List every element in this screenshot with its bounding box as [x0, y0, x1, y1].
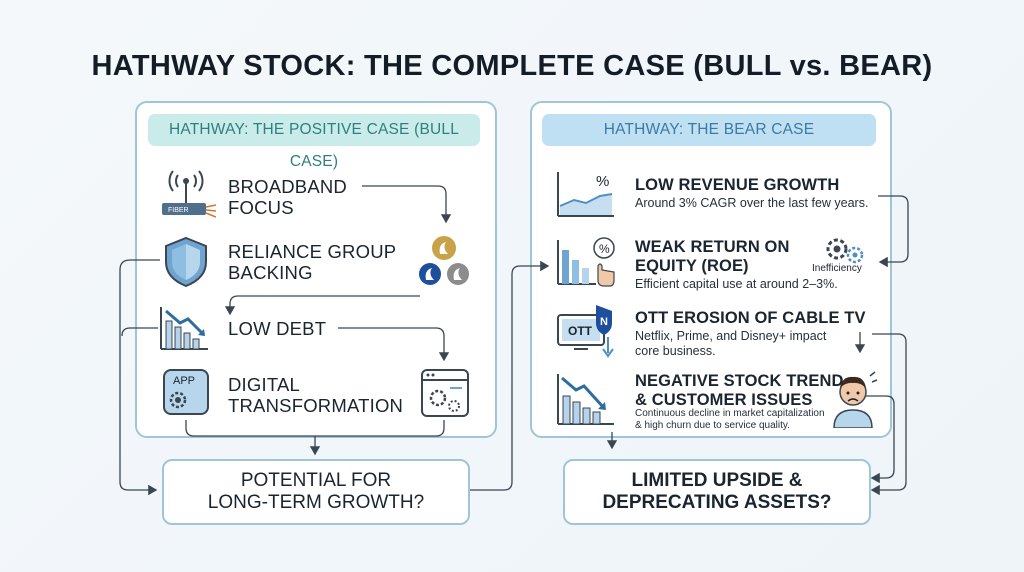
page-title: HATHWAY STOCK: THE COMPLETE CASE (BULL v… — [91, 50, 933, 82]
svg-text:%: % — [596, 173, 609, 190]
svg-text:FIBER: FIBER — [168, 207, 189, 214]
bear-case-panel — [530, 101, 892, 438]
falling-chart-icon — [556, 372, 616, 431]
declining-bar-chart-icon — [158, 305, 210, 356]
ott-monitor-icon: OTT N — [556, 303, 622, 364]
bear-item-roe-desc: Efficient capital use at around 2–3%. — [635, 277, 838, 291]
bear-item-stock-trend-desc: Continuous decline in market capitalizat… — [635, 408, 825, 431]
reliance-logos-icon — [416, 234, 472, 295]
bull-case-header: HATHWAY: THE POSITIVE CASE (BULL CASE) — [148, 114, 480, 170]
bear-case-header: HATHWAY: THE BEAR CASE — [542, 114, 876, 146]
frustrated-customer-icon — [828, 368, 878, 433]
flat-area-chart-icon: % — [556, 170, 616, 223]
bear-item-stock-trend-title: NEGATIVE STOCK TREND& CUSTOMER ISSUES — [635, 372, 844, 409]
shield-icon — [163, 236, 209, 293]
bear-item-revenue-title: LOW REVENUE GROWTH — [635, 176, 840, 194]
bear-conclusion-box: LIMITED UPSIDE &DEPRECATING ASSETS? — [563, 459, 871, 525]
inefficiency-gears-icon — [823, 235, 869, 270]
bear-item-ott-title: OTT EROSION OF CABLE TV — [635, 309, 866, 327]
bear-item-revenue-desc: Around 3% CAGR over the last few years. — [635, 196, 869, 210]
svg-text:OTT: OTT — [568, 324, 593, 338]
svg-text:%: % — [599, 242, 610, 256]
svg-text:N: N — [600, 316, 608, 328]
bar-chart-hand-icon: % — [556, 236, 618, 293]
bull-item-low-debt-label: LOW DEBT — [228, 318, 327, 339]
app-gear-icon: APP — [162, 368, 210, 421]
inefficiency-label: Inefficiency — [812, 263, 862, 274]
browser-gears-icon — [420, 368, 470, 423]
svg-text:APP: APP — [173, 375, 195, 387]
fiber-router-icon: FIBER — [160, 167, 217, 228]
